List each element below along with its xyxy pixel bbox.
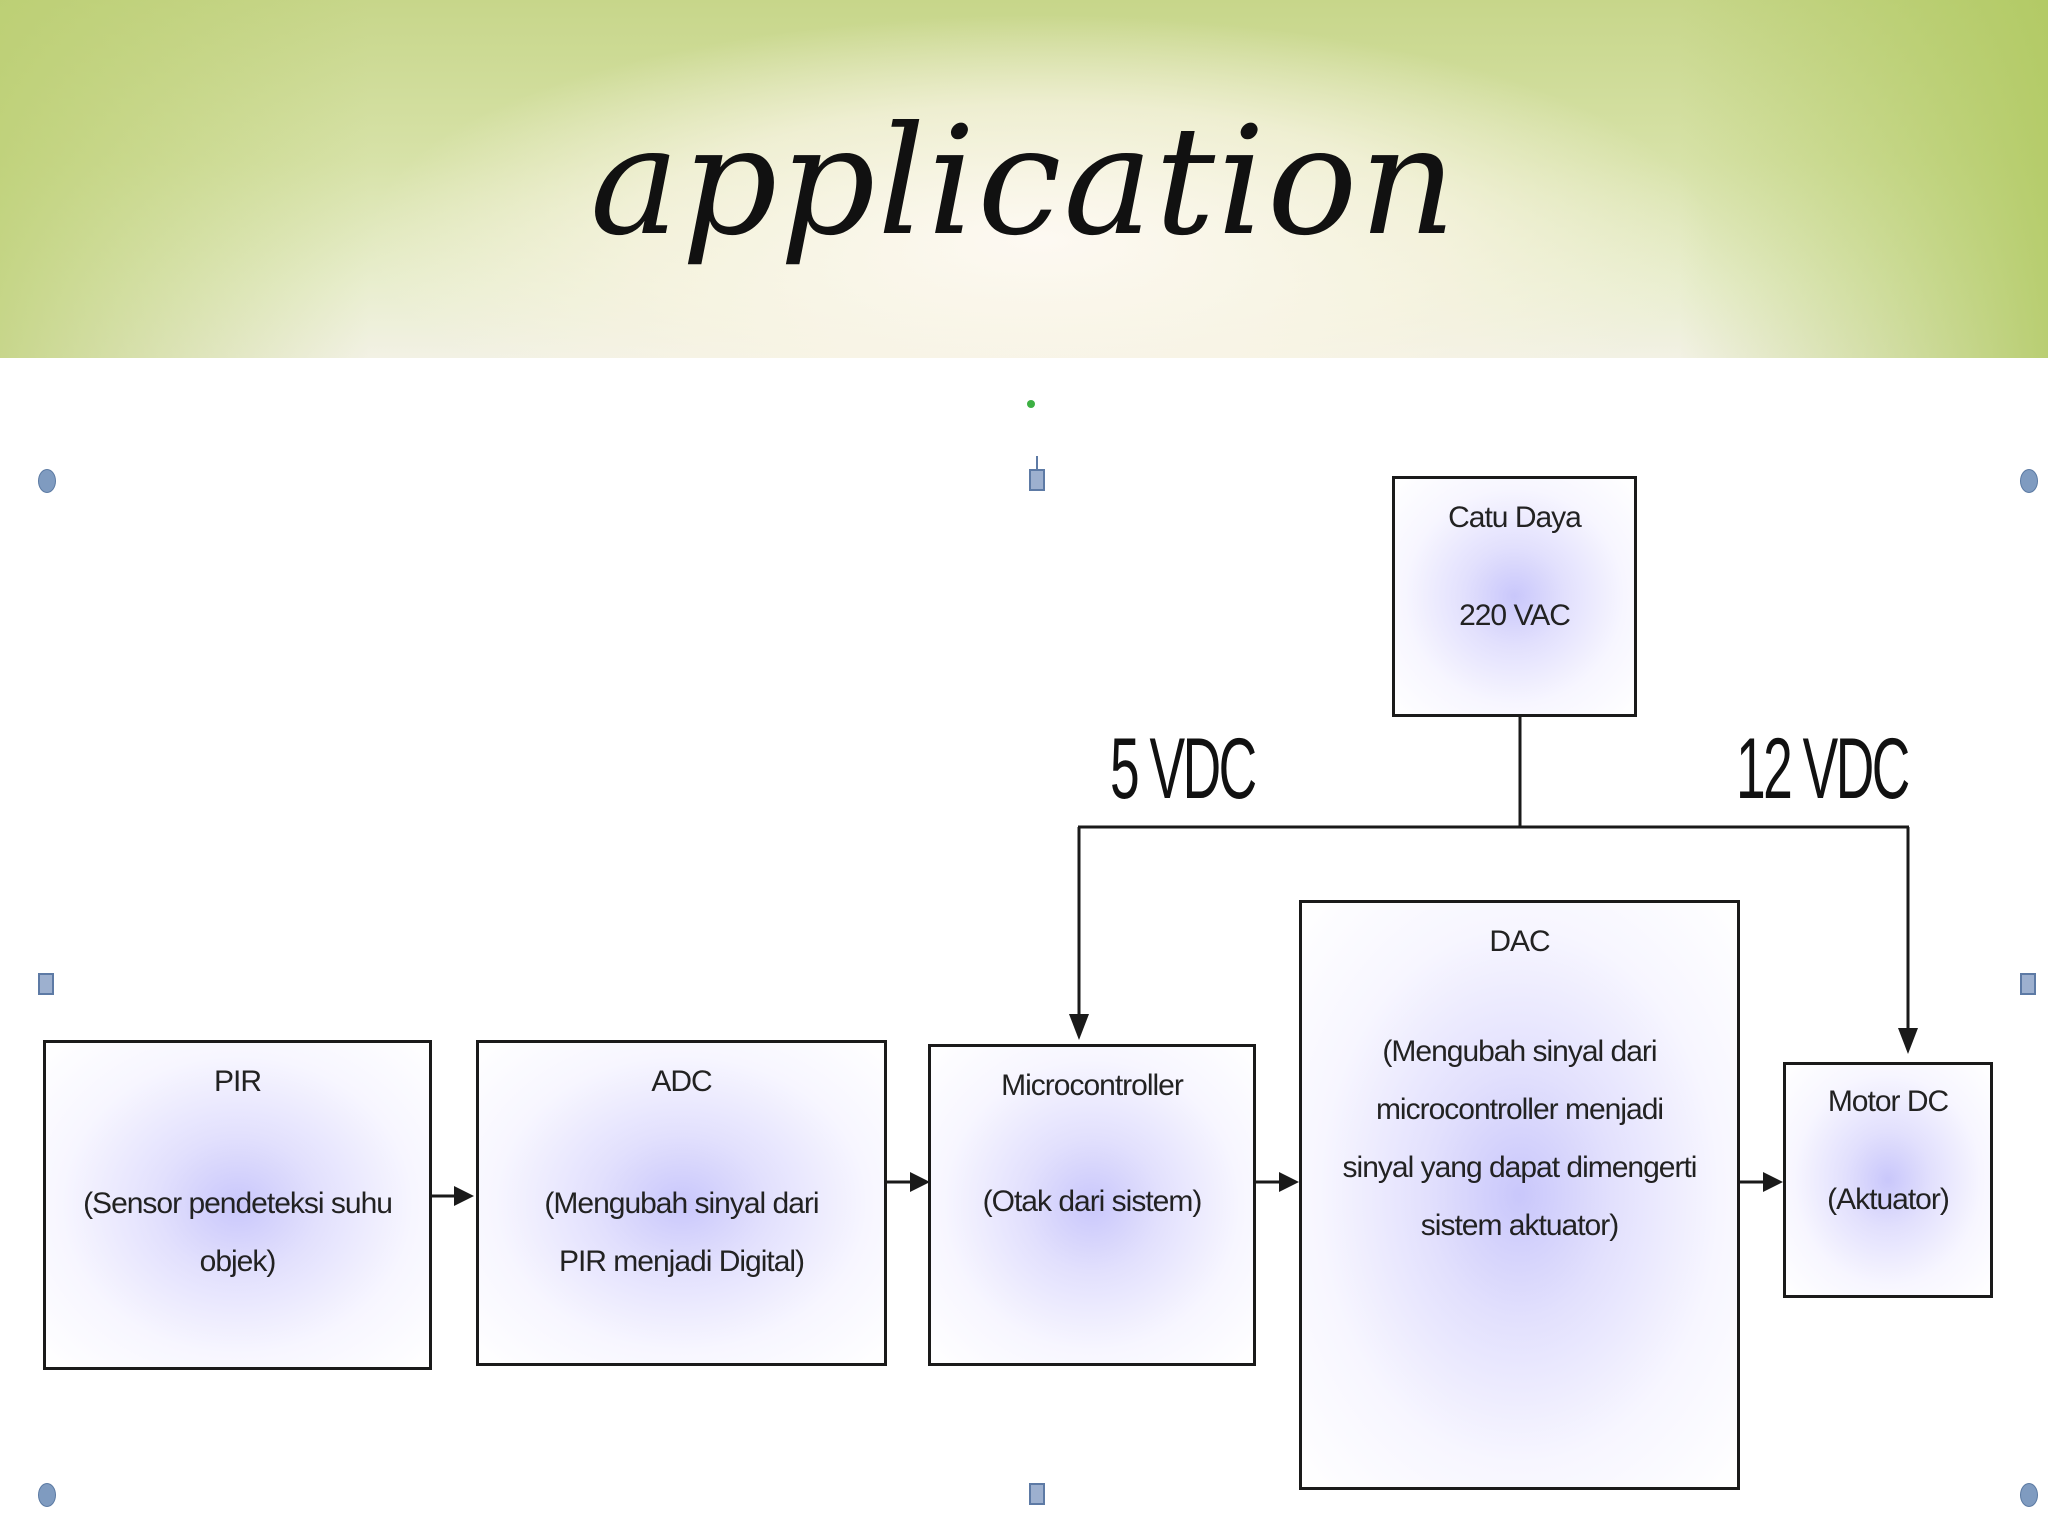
block-adc[interactable]: ADC (Mengubah sinyal dari PIR menjadi Di… xyxy=(476,1040,887,1366)
block-catu-daya-voltage: 220 VAC xyxy=(1459,599,1571,632)
block-adc-title: ADC xyxy=(651,1065,712,1098)
arrow-adc-mcu-head xyxy=(910,1172,930,1192)
selection-handle-top-center[interactable] xyxy=(1029,469,1045,491)
selection-handle-top-left[interactable] xyxy=(38,469,56,493)
five-vdc-arrow-head xyxy=(1069,1014,1089,1040)
slide-title: application xyxy=(589,95,1459,269)
block-motor-dc-desc: (Aktuator) xyxy=(1827,1183,1950,1216)
block-dac[interactable]: DAC (Mengubah sinyal dari microcontrolle… xyxy=(1299,900,1740,1490)
arrow-dac-motor-head xyxy=(1763,1172,1783,1192)
block-microcontroller-desc: (Otak dari sistem) xyxy=(982,1185,1203,1218)
selection-handle-middle-right[interactable] xyxy=(2020,973,2036,995)
selection-handle-bottom-left[interactable] xyxy=(38,1483,56,1507)
block-dac-desc: (Mengubah sinyal dari microcontroller me… xyxy=(1342,1035,1698,1242)
selection-handle-middle-left[interactable] xyxy=(38,973,54,995)
block-motor-dc-title: Motor DC xyxy=(1827,1085,1949,1118)
label-5-vdc: 5 VDC xyxy=(1110,721,1257,817)
block-pir-title: PIR xyxy=(213,1065,262,1098)
arrow-mcu-dac-head xyxy=(1279,1172,1299,1192)
block-motor-dc[interactable]: Motor DC (Aktuator) xyxy=(1783,1062,1993,1298)
selection-handle-bottom-right[interactable] xyxy=(2020,1483,2038,1507)
rotation-handle xyxy=(1027,400,1035,408)
block-pir-desc: (Sensor pendeteksi suhu objek) xyxy=(83,1187,393,1278)
block-microcontroller-title: Microcontroller xyxy=(1001,1069,1184,1102)
block-adc-desc: (Mengubah sinyal dari PIR menjadi Digita… xyxy=(544,1187,819,1278)
block-microcontroller[interactable]: Microcontroller (Otak dari sistem) xyxy=(928,1044,1256,1366)
block-catu-daya-title: Catu Daya xyxy=(1448,501,1582,534)
arrow-pir-adc-head xyxy=(454,1186,474,1206)
slide-header-banner xyxy=(0,0,2048,358)
label-12-vdc: 12 VDC xyxy=(1736,721,1910,817)
selection-handle-bottom-center[interactable] xyxy=(1029,1483,1045,1505)
block-pir[interactable]: PIR (Sensor pendeteksi suhu objek) xyxy=(43,1040,432,1370)
twelve-vdc-arrow-head xyxy=(1898,1028,1918,1054)
block-dac-title: DAC xyxy=(1489,925,1550,958)
selection-handle-top-right[interactable] xyxy=(2020,469,2038,493)
block-catu-daya[interactable]: Catu Daya 220 VAC xyxy=(1392,476,1637,717)
